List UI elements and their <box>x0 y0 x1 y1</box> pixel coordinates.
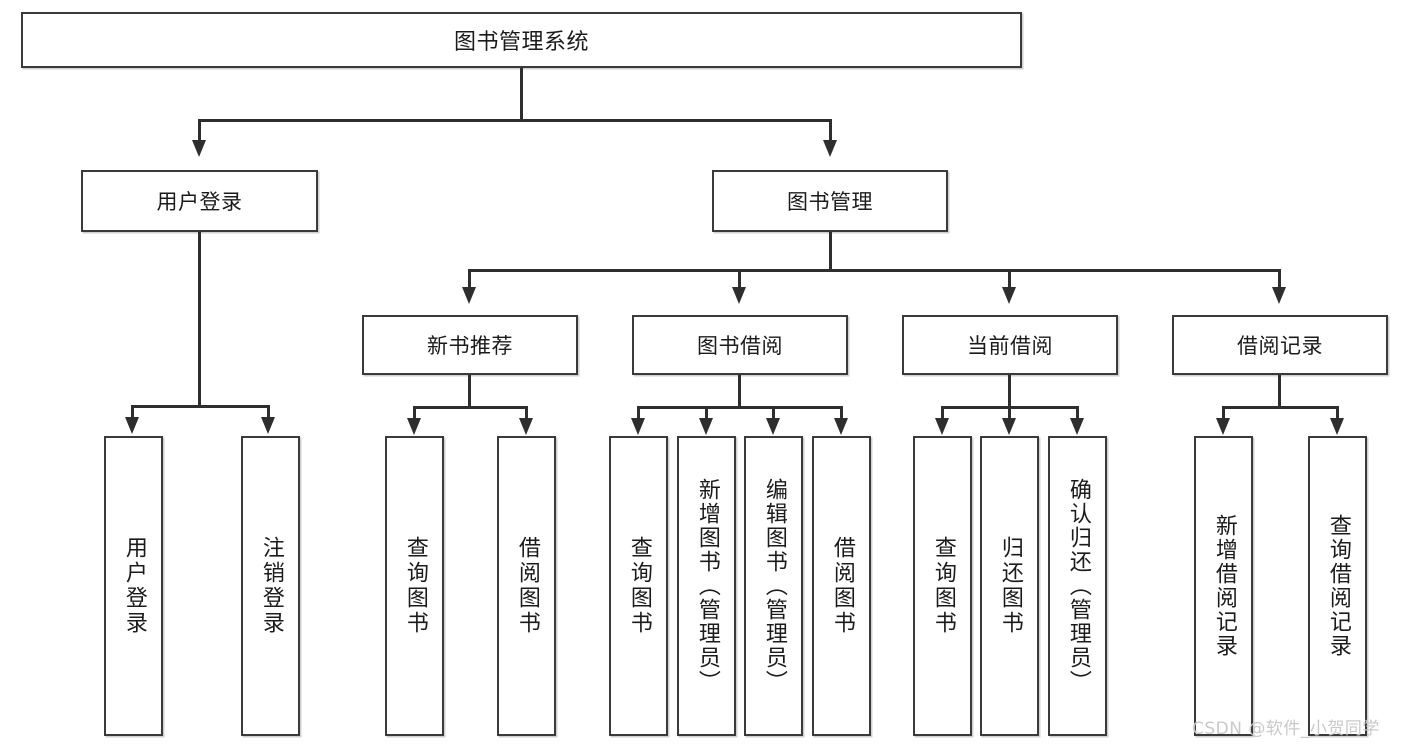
node-label: 借阅图书 <box>514 536 540 636</box>
node-book-manage[interactable]: 图书管理 <box>712 170 948 232</box>
leaf-borrow-record-0[interactable]: 新增借阅记录 <box>1194 436 1253 736</box>
connector-new-book-stem <box>468 375 471 408</box>
node-label: 用户登录 <box>156 190 243 214</box>
node-current-borrow[interactable]: 当前借阅 <box>902 315 1118 375</box>
connector-current-borrow-drop-3 <box>1076 406 1079 420</box>
arrow-to-leaf-book-borrow-0 <box>631 418 645 435</box>
node-borrow-record[interactable]: 借阅记录 <box>1172 315 1388 375</box>
node-label: 查询图书 <box>402 536 428 636</box>
node-label: 借阅图书 <box>829 536 855 636</box>
leaf-user-login-0[interactable]: 用户登录 <box>104 436 163 736</box>
arrow-to-user-login <box>192 140 206 157</box>
connector-current-borrow-drop-2 <box>1008 406 1011 420</box>
arrow-to-current-borrow <box>1002 287 1016 304</box>
connector-root-bus <box>198 119 832 122</box>
node-user-login[interactable]: 用户登录 <box>81 170 318 232</box>
leaf-user-login-1[interactable]: 注销登录 <box>241 436 300 736</box>
connector-book-borrow-drop-1 <box>637 406 640 420</box>
connector-user-login-drop-1 <box>131 405 134 419</box>
connector-user-login-bus <box>131 405 270 408</box>
node-label: 当前借阅 <box>967 334 1053 358</box>
node-label: 图书借阅 <box>697 334 783 358</box>
connector-level3-drop-3 <box>1008 269 1011 289</box>
connector-current-borrow-stem <box>1008 375 1011 408</box>
arrow-to-leaf-book-borrow-3 <box>834 418 848 435</box>
arrow-to-leaf-borrow-record-1 <box>1330 418 1344 435</box>
arrow-to-leaf-new-book-0 <box>407 418 421 435</box>
node-label: 新增借阅记录 <box>1211 514 1237 658</box>
leaf-book-borrow-3[interactable]: 借阅图书 <box>812 436 871 736</box>
node-label: 用户登录 <box>121 536 147 636</box>
connector-new-book-drop-2 <box>525 406 528 420</box>
node-label: 查询图书 <box>626 536 652 636</box>
watermark-text: CSDN @软件_小贺同学 <box>1192 719 1380 739</box>
connector-user-login-drop-2 <box>267 405 270 419</box>
connector-borrow-record-bus <box>1222 406 1339 409</box>
leaf-book-borrow-1[interactable]: 新增图书（管理员） <box>677 436 736 736</box>
connector-root-drop-1 <box>198 119 201 142</box>
connector-book-borrow-bus <box>637 406 843 409</box>
connector-book-manage-stem <box>829 232 832 272</box>
connector-root-drop-2 <box>829 119 832 142</box>
arrow-to-book-manage <box>823 140 837 157</box>
node-label: 借阅记录 <box>1237 334 1323 358</box>
node-new-book[interactable]: 新书推荐 <box>362 315 578 375</box>
connector-new-book-bus <box>413 406 528 409</box>
arrow-to-leaf-new-book-1 <box>519 418 533 435</box>
node-label: 注销登录 <box>258 536 284 636</box>
arrow-to-leaf-current-borrow-0 <box>935 418 949 435</box>
connector-book-borrow-stem <box>738 375 741 408</box>
arrow-to-new-book <box>462 287 476 304</box>
connector-level3-drop-4 <box>1278 269 1281 289</box>
connector-level3-drop-2 <box>738 269 741 289</box>
leaf-new-book-1[interactable]: 借阅图书 <box>497 436 556 736</box>
leaf-book-borrow-0[interactable]: 查询图书 <box>609 436 668 736</box>
leaf-current-borrow-2[interactable]: 确认归还（管理员） <box>1048 436 1107 736</box>
node-label: 新增图书（管理员） <box>694 478 720 694</box>
connector-book-borrow-drop-2 <box>705 406 708 420</box>
connector-book-borrow-drop-4 <box>840 406 843 420</box>
arrow-to-leaf-current-borrow-1 <box>1002 418 1016 435</box>
connector-borrow-record-stem <box>1278 375 1281 408</box>
node-label: 查询借阅记录 <box>1325 514 1351 658</box>
connector-level3-bus <box>468 269 1281 272</box>
node-label: 图书管理 <box>787 190 873 214</box>
node-book-borrow[interactable]: 图书借阅 <box>632 315 848 375</box>
node-root-system[interactable]: 图书管理系统 <box>21 12 1022 68</box>
leaf-book-borrow-2[interactable]: 编辑图书（管理员） <box>744 436 803 736</box>
connector-user-login-stem <box>198 232 201 407</box>
arrow-to-leaf-user-login-1 <box>261 417 275 434</box>
connector-current-borrow-drop-1 <box>941 406 944 420</box>
connector-book-borrow-drop-3 <box>772 406 775 420</box>
arrow-to-leaf-borrow-record-0 <box>1216 418 1230 435</box>
connector-level3-drop-1 <box>468 269 471 289</box>
node-label: 确认归还（管理员） <box>1065 478 1091 694</box>
connector-borrow-record-drop-2 <box>1336 406 1339 420</box>
arrow-to-leaf-book-borrow-1 <box>699 418 713 435</box>
arrow-to-leaf-book-borrow-2 <box>766 418 780 435</box>
node-label: 编辑图书（管理员） <box>761 478 787 694</box>
arrow-to-leaf-current-borrow-2 <box>1070 418 1084 435</box>
arrow-to-leaf-user-login-0 <box>125 417 139 434</box>
connector-new-book-drop-1 <box>413 406 416 420</box>
node-label: 查询图书 <box>930 536 956 636</box>
node-label: 归还图书 <box>997 536 1023 636</box>
node-label: 图书管理系统 <box>453 30 589 55</box>
leaf-new-book-0[interactable]: 查询图书 <box>385 436 444 736</box>
leaf-borrow-record-1[interactable]: 查询借阅记录 <box>1308 436 1367 736</box>
arrow-to-borrow-record <box>1272 287 1286 304</box>
arrow-to-book-borrow <box>732 287 746 304</box>
leaf-current-borrow-0[interactable]: 查询图书 <box>913 436 972 736</box>
leaf-current-borrow-1[interactable]: 归还图书 <box>980 436 1039 736</box>
node-label: 新书推荐 <box>427 334 513 358</box>
connector-root-stem <box>520 68 523 120</box>
connector-borrow-record-drop-1 <box>1222 406 1225 420</box>
